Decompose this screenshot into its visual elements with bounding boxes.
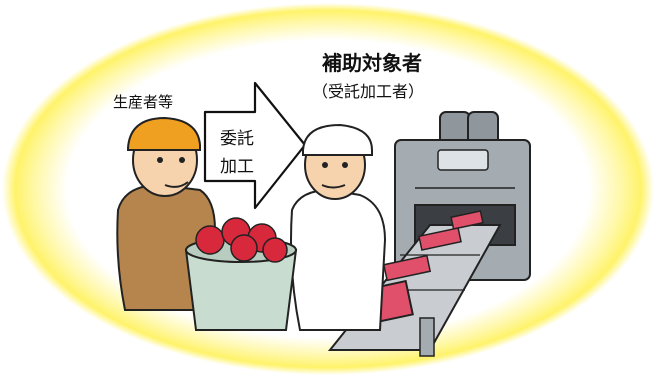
arrow-label-line1: 委託 (220, 129, 254, 149)
product-boxes-icon (382, 210, 484, 282)
delegation-arrow-icon (203, 81, 307, 210)
arrow-label-line2: 加工 (220, 157, 254, 177)
target-subtitle: （受託加工者） (312, 82, 425, 101)
apples-bucket-icon (184, 217, 298, 331)
producer-label: 生産者等 (113, 93, 174, 111)
worker-figure-icon (290, 123, 387, 331)
target-title: 補助対象者 (322, 51, 422, 75)
